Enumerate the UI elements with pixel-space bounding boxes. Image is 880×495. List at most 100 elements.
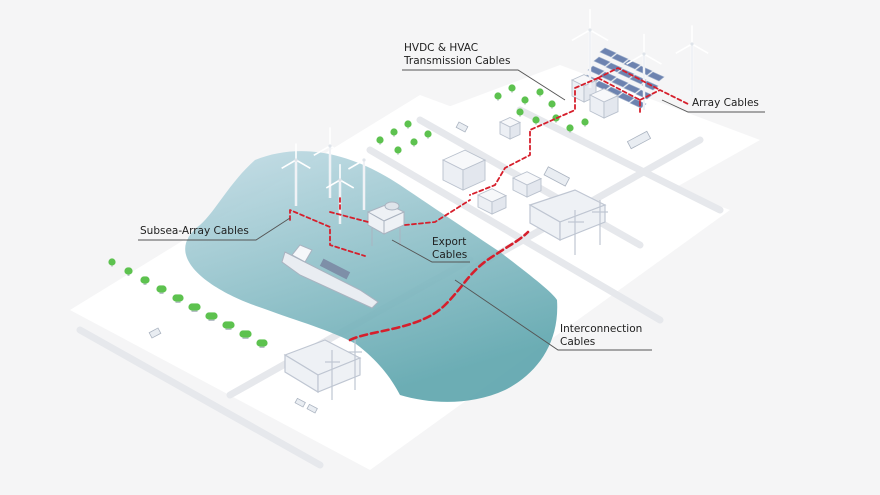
solar-panel-face [629, 98, 647, 109]
substation-left [283, 339, 362, 400]
sea-area [185, 151, 558, 402]
tree-crown [548, 100, 556, 108]
blade [691, 43, 709, 55]
wall [462, 159, 486, 191]
hub [588, 28, 592, 32]
tree-crown [532, 116, 540, 124]
leader-lines [138, 69, 765, 351]
tree-icon [256, 339, 264, 348]
tree-icon [532, 116, 540, 125]
tree-icon [124, 267, 132, 276]
tree-crown [581, 118, 589, 126]
hub [362, 158, 366, 162]
tree-crown [256, 339, 264, 347]
wind-turbine-icon [348, 142, 380, 210]
tree-crown [566, 124, 574, 132]
solar-panel-face [629, 74, 647, 85]
hub [294, 158, 298, 162]
solar-panel-face [611, 77, 629, 88]
tree-crown [140, 276, 148, 284]
tree-icon [172, 294, 180, 303]
label-hvdc-hvac-transmission-cables: HVDC & HVAC Transmission Cables [404, 42, 510, 68]
tree-crown [156, 285, 164, 293]
tree-crown [521, 96, 529, 104]
hub [328, 144, 332, 148]
tree-crown [390, 128, 398, 136]
leader-export [391, 239, 470, 263]
blade [363, 159, 380, 170]
leader-subsea [138, 217, 291, 241]
blade [626, 53, 645, 65]
blade [325, 179, 341, 189]
substation-icon [588, 88, 620, 119]
cable-ship-icon [281, 244, 379, 309]
tree-crown [205, 312, 213, 320]
label-export-cables: Export Cables [432, 236, 467, 262]
solar-panel-face [617, 68, 635, 79]
car-icon [294, 397, 306, 408]
solar-panel-icon [611, 77, 629, 88]
solar-panel-icon [623, 83, 641, 94]
tree-icon [188, 303, 196, 312]
house [476, 188, 508, 215]
tree-crown [222, 321, 230, 329]
leader-hvdc [402, 69, 566, 101]
tree-crown [494, 92, 502, 100]
tree-icon [548, 100, 556, 109]
solar-panel-icon [611, 53, 629, 64]
buildings [441, 74, 620, 215]
tree-crown [376, 136, 384, 144]
solar-panel-face [599, 47, 617, 58]
solar-panel-icon [629, 98, 647, 109]
tree-icon [156, 285, 164, 294]
solar-panel-icon [599, 47, 617, 58]
leader-array [661, 99, 765, 113]
tree-icon [521, 96, 529, 105]
solar-panel-face [623, 83, 641, 94]
tree-crown [516, 108, 524, 116]
blade [589, 29, 609, 42]
car-icon [455, 121, 469, 133]
land-platform-back [360, 65, 760, 230]
blade [295, 159, 311, 169]
solar-panel-face [605, 62, 623, 73]
tree-crown [124, 267, 132, 275]
tree-icon [376, 136, 384, 145]
tree-crown [239, 330, 247, 338]
truck-icon [543, 166, 571, 187]
label-subsea-array-cables: Subsea-Array Cables [140, 225, 249, 238]
blade [643, 53, 662, 65]
wind-turbine-icon [281, 143, 311, 206]
tree-icon [390, 128, 398, 137]
tree-icon [205, 312, 213, 321]
tree-icon [536, 88, 544, 97]
solar-panel-icon [593, 56, 611, 67]
tree-icon [394, 146, 402, 155]
hub [642, 52, 646, 56]
solar-panel-icon [623, 59, 641, 70]
wall [526, 178, 542, 198]
label-line: Cables [560, 336, 596, 348]
tree-crown [108, 258, 116, 266]
tree-icon [140, 276, 148, 285]
solar-panel-face [617, 92, 635, 103]
road [516, 106, 724, 214]
solar-panel-face [647, 71, 665, 82]
wall [491, 195, 507, 215]
label-interconnection-cables: Interconnection Cables [560, 323, 642, 349]
solar-panel-face [611, 53, 629, 64]
tree-icon [508, 84, 516, 93]
solar-panel-icon [617, 68, 635, 79]
interconnection-cable [348, 230, 530, 342]
wind-turbine-icon [313, 127, 347, 198]
tree-crown [404, 120, 412, 128]
label-line: Array Cables [692, 97, 759, 109]
tree-icon [410, 138, 418, 147]
tree-crown [508, 84, 516, 92]
substation-right [528, 189, 608, 255]
label-line: Transmission Cables [404, 55, 511, 67]
tree-icon [222, 321, 230, 330]
solar-panel-face [593, 56, 611, 67]
tree-crown [536, 88, 544, 96]
